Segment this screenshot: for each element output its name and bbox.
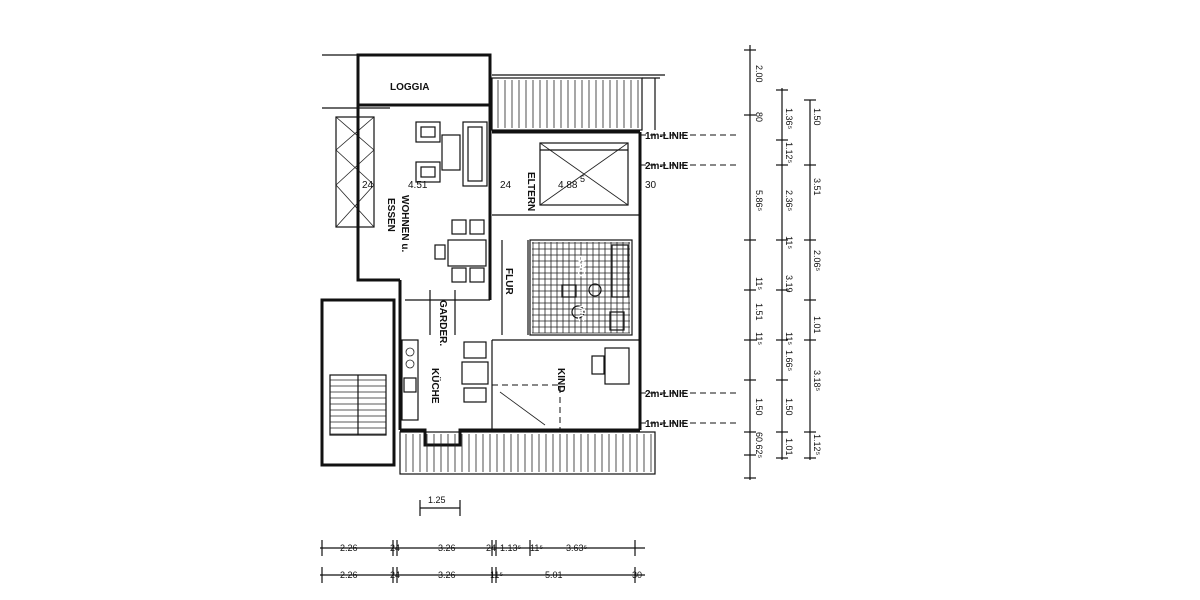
- right-far-dim-4: 1.01: [812, 316, 822, 334]
- essen-label: ESSEN: [385, 198, 396, 232]
- wohnen-label: WOHNEN u.: [399, 195, 410, 252]
- bottom-row2-dim-1: 2.26: [340, 570, 358, 580]
- upper-2m-line: 2m-LINIE: [645, 161, 689, 172]
- right-inner-dim-4: 1.51: [754, 303, 764, 321]
- left-balcony-railing: [322, 107, 390, 228]
- right-mid-dim-9: 1.01: [784, 438, 794, 456]
- eltern-dim: 4.88: [558, 180, 578, 191]
- right-far-dim-1: 1.50: [812, 108, 822, 126]
- living-furniture: 4.51 24 WOHNEN u. ESSEN: [362, 121, 488, 283]
- right-far-dim-2: 3.51: [812, 178, 822, 196]
- kueche-label: KÜCHE: [429, 368, 442, 404]
- upper-balcony: [491, 74, 665, 131]
- loggia: LOGGIA: [322, 53, 492, 107]
- bottom-row2-dim-6: 30: [632, 570, 642, 580]
- loggia-label: LOGGIA: [390, 82, 429, 93]
- wall-30: 30: [645, 180, 657, 191]
- right-inner-dim-2: 5.86⁵: [754, 190, 764, 212]
- right-mid-dim-5: 3.19: [784, 275, 794, 293]
- height-lines: 1m-LINIE 2m-LINIE 2m-LINIE 1m-LINIE: [640, 131, 740, 430]
- bottom-row1-dim-3: 3.26: [438, 543, 456, 553]
- right-outer-dim-2: 1.50: [754, 398, 764, 416]
- bottom-row2-dim-3: 3.26: [438, 570, 456, 580]
- right-mid-dim-1: 1.36⁵: [784, 108, 794, 130]
- bottom-row2-dim-4: 11⁵: [490, 570, 503, 580]
- kind-label: KIND: [555, 368, 566, 392]
- lower-1m-line: 1m-LINIE: [645, 419, 689, 430]
- flur-label: FLUR: [503, 268, 514, 295]
- right-mid-dim-3: 2.36⁵: [784, 190, 794, 212]
- right-inner-dim-6: 60.62⁵: [754, 432, 764, 459]
- bottom-dimension-chains: 1.25 2.26 24 3.26 24 1.13⁵ 11⁵ 3.63⁵ 2.2…: [320, 495, 645, 583]
- right-inner-dim-5: 11⁵: [754, 332, 764, 345]
- bottom-row1-dim-6: 11⁵: [530, 543, 543, 553]
- bottom-row1-dim-7: 3.63⁵: [566, 543, 588, 553]
- right-far-dim-5: 3.18⁵: [812, 370, 822, 392]
- eltern-label: ELTERN: [525, 172, 536, 211]
- hallway: FLUR GARDER.: [405, 240, 529, 346]
- bottom-row1-dim-4: 24: [486, 543, 496, 553]
- bottom-row2-dim-2: 24: [390, 570, 400, 580]
- bottom-row1-dim-5: 1.13⁵: [500, 543, 522, 553]
- bad-label: BAD: [575, 255, 586, 277]
- staircase: [320, 298, 396, 467]
- wohnen-dim: 4.51: [408, 180, 428, 191]
- right-mid-dim-6: 11⁵: [784, 332, 794, 345]
- bottom-row1-dim-1: 2.26: [340, 543, 358, 553]
- wall-24-mid: 24: [500, 180, 512, 191]
- bottom-row1-dim-2: 24: [390, 543, 400, 553]
- right-far-dim-3: 2.06⁵: [812, 250, 822, 272]
- right-inner-dim-3: 11⁵: [754, 277, 764, 290]
- garderobe-label: GARDER.: [437, 300, 448, 346]
- right-mid-dim-4: 11⁵: [784, 236, 794, 249]
- lower-balcony: [399, 431, 656, 475]
- bottom-top-dim: 1.25: [428, 495, 446, 505]
- upper-1m-line: 1m-LINIE: [645, 131, 689, 142]
- right-mid-dim-7: 1.66⁵: [784, 350, 794, 372]
- right-inner-dim-1: 80: [754, 112, 764, 122]
- bathroom: BAD WC: [529, 239, 633, 336]
- right-far-dim-6: 1.12⁵: [812, 434, 822, 456]
- bottom-row2-dim-5: 5.01: [545, 570, 563, 580]
- kitchen: KÜCHE: [401, 339, 489, 421]
- right-outer-dim-1: 2.00: [754, 65, 764, 83]
- eltern-dim-sup: 5: [580, 174, 585, 184]
- lower-2m-line: 2m-LINIE: [645, 389, 689, 400]
- outer-walls: [356, 103, 642, 447]
- wall-24-left: 24: [362, 180, 374, 191]
- right-mid-dim-8: 1.50: [784, 398, 794, 416]
- right-mid-dim-2: 1.12⁵: [784, 142, 794, 164]
- right-dimension-chains: 2.00 80 5.86⁵ 11⁵ 1.51 11⁵ 1.50 60.62⁵ 1…: [744, 45, 822, 480]
- wc-label: WC: [575, 305, 586, 322]
- eltern-room: 24 4.88 5 30 ELTERN: [492, 142, 657, 216]
- kind-room: KIND: [491, 339, 640, 430]
